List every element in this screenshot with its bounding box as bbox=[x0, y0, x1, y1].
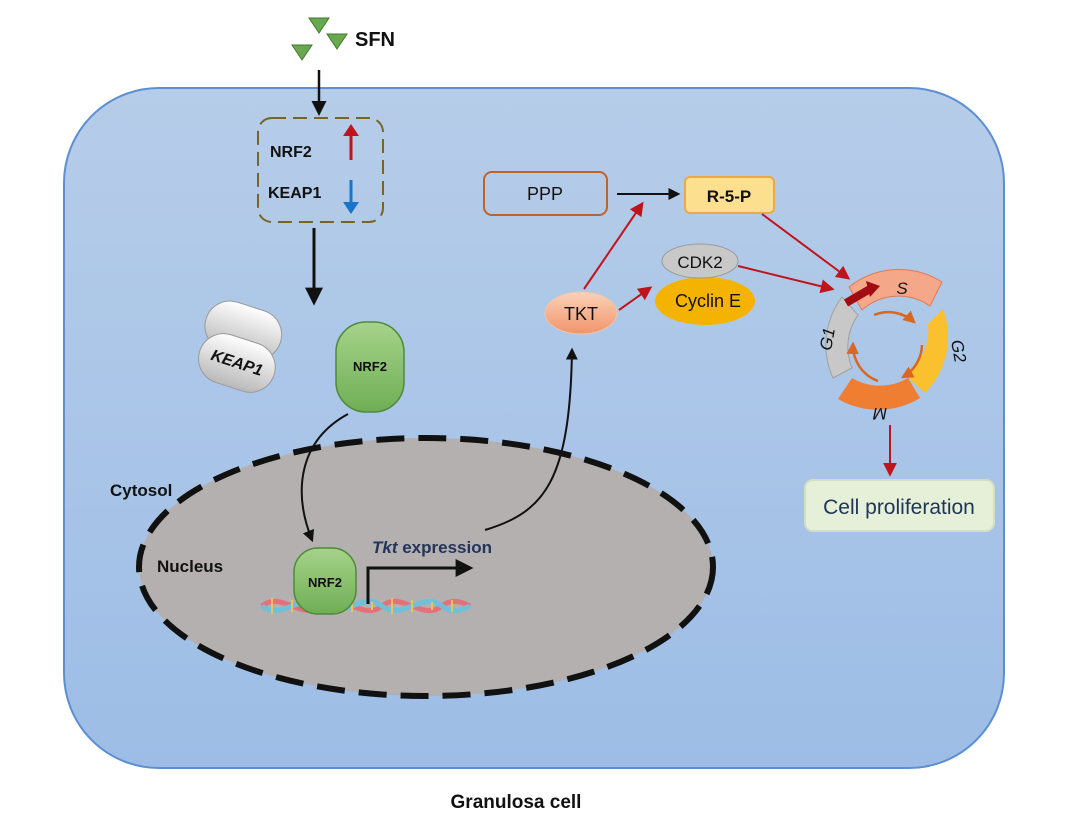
nrf2-keap1-regulation-box bbox=[257, 117, 384, 223]
r5p-to-s-phase-arrow bbox=[761, 213, 851, 280]
box-keap1-label: KEAP1 bbox=[268, 185, 321, 202]
tkt-to-cyclin-arrow bbox=[618, 286, 653, 311]
cyclin-e-label: Cyclin E bbox=[675, 291, 741, 311]
m-phase-segment bbox=[838, 378, 920, 410]
r5p-label: R-5-P bbox=[707, 187, 751, 206]
tkt-expression-label: Tkt expression bbox=[372, 538, 492, 557]
nucleus-label: Nucleus bbox=[157, 557, 223, 576]
transcription-start-arrow bbox=[366, 559, 474, 604]
cdk2-protein bbox=[661, 243, 739, 279]
up-arrow-icon bbox=[343, 124, 359, 160]
nuclear-nrf2-protein bbox=[293, 547, 357, 615]
tkt-to-r5p-arrow bbox=[583, 201, 644, 290]
nrf2-translocation-arrow bbox=[300, 413, 349, 543]
cyclin-e-protein bbox=[655, 277, 755, 325]
tkt-enzyme bbox=[544, 291, 618, 335]
cytosolic-nrf2-label: NRF2 bbox=[353, 359, 387, 374]
sfn-label: SFN bbox=[355, 29, 395, 51]
down-arrow-icon bbox=[343, 180, 359, 214]
s-phase-segment bbox=[848, 269, 943, 311]
cycle-arrow-m-to-g1 bbox=[846, 341, 879, 383]
cell-proliferation-label: Cell proliferation bbox=[823, 496, 975, 519]
nuclear-nrf2-label: NRF2 bbox=[308, 575, 342, 590]
granulosa-cell-label: Granulosa cell bbox=[451, 792, 582, 813]
expression-to-tkt-arrow bbox=[484, 347, 578, 531]
keap1-protein: KEAP1 bbox=[198, 300, 283, 393]
cdk2-label: CDK2 bbox=[677, 253, 722, 272]
g1-phase-label: G1 bbox=[816, 326, 839, 352]
cell-cycle-wheel: S G2 M G1 bbox=[816, 269, 970, 423]
sfn-molecule-icon bbox=[291, 17, 348, 61]
expression-suffix-label: expression bbox=[398, 538, 493, 557]
g2-phase-label: G2 bbox=[947, 338, 970, 364]
cdk2-to-s-phase-arrow bbox=[737, 265, 835, 294]
ppp-box bbox=[483, 171, 608, 216]
cell-proliferation-box bbox=[804, 479, 995, 532]
cytosol-label: Cytosol bbox=[110, 481, 172, 500]
cytosolic-nrf2-protein bbox=[335, 321, 405, 413]
ppp-label: PPP bbox=[527, 184, 563, 204]
tkt-label: TKT bbox=[564, 304, 598, 324]
cycle-arrow-g2-to-m bbox=[900, 344, 924, 379]
box-nrf2-label: NRF2 bbox=[270, 144, 312, 161]
cycle-arrow-s-to-g2 bbox=[873, 310, 916, 324]
g2-phase-segment bbox=[905, 309, 949, 393]
g1-s-transition-arrow bbox=[843, 285, 873, 307]
r5p-box bbox=[684, 176, 775, 214]
m-phase-label: M bbox=[872, 404, 887, 423]
tkt-gene-label: Tkt bbox=[372, 538, 399, 557]
s-phase-label: S bbox=[896, 279, 908, 298]
